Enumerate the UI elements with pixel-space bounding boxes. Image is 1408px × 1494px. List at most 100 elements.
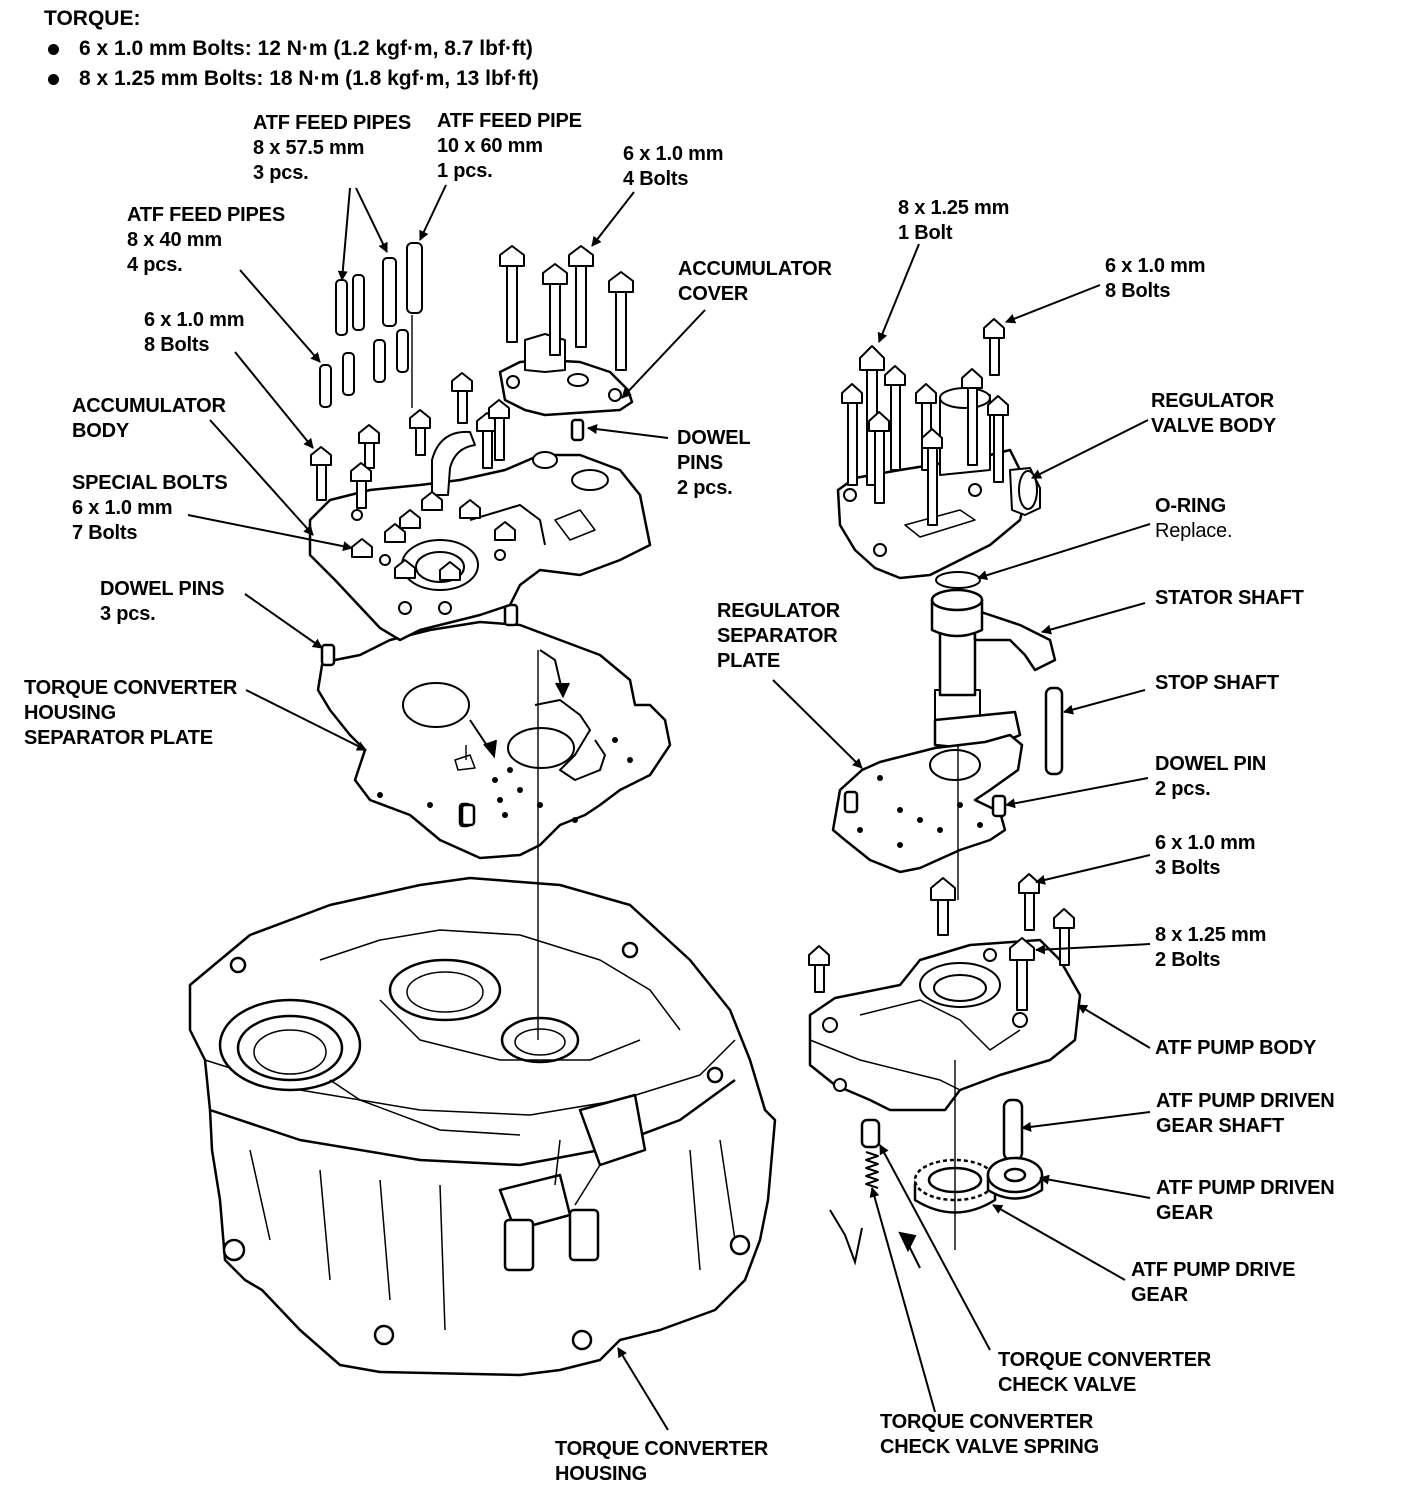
label-line: ATF FEED PIPE [437, 110, 582, 132]
leader-bolt-1 [877, 243, 920, 343]
torque-converter-housing [188, 876, 777, 1377]
torque-title: TORQUE: [44, 7, 141, 30]
label-line: GEAR SHAFT [1156, 1115, 1285, 1137]
leader-o-ring [977, 523, 1151, 581]
label-line: 3 Bolts [1155, 857, 1221, 879]
label-line: 8 x 1.25 mm [1155, 924, 1267, 946]
label-line: 8 x 1.25 mm [898, 197, 1010, 219]
label-line: REGULATOR [1151, 390, 1275, 412]
label-atf-pump-driven-gear-shaft: ATF PUMP DRIVEN GEAR SHAFT [1156, 1089, 1335, 1139]
label-stator-shaft: STATOR SHAFT [1155, 586, 1304, 611]
label-line: HOUSING [555, 1463, 647, 1485]
leader-regulator-valve-body [1031, 419, 1149, 479]
label-line: DOWEL PIN [1155, 753, 1267, 775]
label-accumulator-body: ACCUMULATOR BODY [72, 394, 226, 444]
leader-stop-shaft [1063, 689, 1146, 715]
label-dowel-pins-2: DOWEL PINS 2 pcs. [677, 426, 751, 501]
leader-stator-shaft [1041, 602, 1146, 635]
label-line: 6 x 1.0 mm [1105, 255, 1206, 277]
label-line: DOWEL PINS [100, 578, 225, 600]
label-line: ACCUMULATOR [72, 395, 226, 417]
label-line: 8 x 40 mm [127, 229, 222, 251]
label-line: ACCUMULATOR [678, 258, 832, 280]
accumulator-cover [498, 333, 634, 417]
label-line: BODY [72, 420, 129, 442]
label-line: 8 Bolts [144, 334, 210, 356]
label-bolts-6x1-8-left: 6 x 1.0 mm 8 Bolts [144, 308, 244, 358]
accumulator-cover-bolts [499, 245, 634, 371]
leader-drive-gear [992, 1204, 1126, 1281]
leader-accumulator-body [209, 419, 314, 536]
atf-pump-body [808, 938, 1082, 1112]
stop-shaft [1044, 686, 1064, 776]
torque-converter-check-valve [860, 1118, 881, 1149]
leader-dowel-pins-2 [587, 424, 669, 439]
label-line: 6 x 1.0 mm [1155, 832, 1256, 854]
label-line: 1 Bolt [898, 222, 953, 244]
label-line: PLATE [717, 650, 781, 672]
leader-bolts-8-right [1005, 284, 1101, 324]
label-line: DOWEL [677, 427, 751, 449]
label-line: VALVE BODY [1151, 415, 1277, 437]
label-line: COVER [678, 283, 749, 305]
leader-check-valve [879, 1144, 991, 1351]
dowel-pin [843, 790, 859, 814]
label-atf-feed-pipes-40: ATF FEED PIPES 8 x 40 mm 4 pcs. [127, 203, 285, 278]
tc-housing-separator-plate [316, 620, 672, 860]
label-line: 6 x 1.0 mm [72, 497, 173, 519]
accumulator-body [308, 430, 652, 642]
label-line: 2 Bolts [1155, 949, 1221, 971]
leader-dowel-pins-3 [244, 593, 323, 649]
leader-atf-feed-pipe-60 [419, 184, 447, 241]
label-atf-feed-pipe-60: ATF FEED PIPE 10 x 60 mm 1 pcs. [437, 109, 582, 184]
label-line: ATF FEED PIPES [127, 204, 285, 226]
leader-bolts-8-left [234, 351, 314, 449]
label-accumulator-cover: ACCUMULATOR COVER [678, 257, 832, 307]
label-line: SEPARATOR [717, 625, 838, 647]
torque-item-text: 8 x 1.25 mm Bolts: 18 N·m (1.8 kgf·m, 13… [79, 67, 539, 90]
accumulator-body-bolts [310, 372, 510, 509]
label-stop-shaft: STOP SHAFT [1155, 671, 1279, 696]
label-line: GEAR [1131, 1284, 1188, 1306]
label-line: 6 x 1.0 mm [623, 143, 724, 165]
stator-shaft [930, 588, 1057, 752]
label-tc-check-valve: TORQUE CONVERTER CHECK VALVE [998, 1348, 1211, 1398]
label-line: TORQUE CONVERTER [555, 1438, 769, 1460]
atf-pump-driven-gear-shaft [1002, 1098, 1024, 1162]
leader-tc-housing [617, 1347, 669, 1431]
label-line: PINS [677, 452, 723, 474]
label-bolts-6x1-3: 6 x 1.0 mm 3 Bolts [1155, 831, 1255, 881]
label-special-bolts: SPECIAL BOLTS 6 x 1.0 mm 7 Bolts [72, 471, 228, 546]
leader-driven-gear-shaft [1021, 1111, 1151, 1132]
label-tc-housing-separator-plate: TORQUE CONVERTER HOUSING SEPARATOR PLATE [24, 676, 237, 751]
label-line: ATF FEED PIPES [253, 112, 411, 134]
leader-atf-pump-body [1077, 1004, 1151, 1049]
label-line: 6 x 1.0 mm [144, 309, 245, 331]
torque-item-text: 6 x 1.0 mm Bolts: 12 N·m (1.2 kgf·m, 8.7… [79, 37, 533, 60]
direction-indicator [898, 1231, 917, 1253]
label-line: SEPARATOR PLATE [24, 727, 213, 749]
label-line: TORQUE CONVERTER [998, 1349, 1212, 1371]
label-atf-pump-drive-gear: ATF PUMP DRIVE GEAR [1131, 1258, 1295, 1308]
label-tc-check-valve-spring: TORQUE CONVERTER CHECK VALVE SPRING [880, 1410, 1099, 1460]
atf-pump-body-bolts [808, 873, 1075, 1011]
atf-feed-pipes [319, 242, 423, 408]
special-bolts [351, 491, 516, 581]
label-line: 2 pcs. [1155, 778, 1211, 800]
leader-atf-feed-pipes-40 [239, 269, 321, 363]
dowel-pin [991, 794, 1007, 818]
label-line: 8 Bolts [1105, 280, 1171, 302]
label-line: CHECK VALVE SPRING [880, 1436, 1100, 1458]
torque-item: 6 x 1.0 mm Bolts: 12 N·m (1.2 kgf·m, 8.7… [44, 34, 539, 64]
leader-accumulator-cover [621, 309, 706, 399]
label-line: TORQUE CONVERTER [24, 677, 238, 699]
label-line: STOP SHAFT [1155, 672, 1279, 694]
label-line: 10 x 60 mm [437, 135, 543, 157]
leader-atf-feed-pipes-57 [337, 187, 351, 281]
leader-regulator-separator-plate [772, 679, 863, 769]
label-line: ATF PUMP BODY [1155, 1037, 1317, 1059]
leader-dowel-pin-2 [1005, 777, 1149, 809]
label-line: 3 pcs. [253, 162, 309, 184]
o-ring [935, 571, 981, 589]
direction-indicator [483, 739, 497, 759]
